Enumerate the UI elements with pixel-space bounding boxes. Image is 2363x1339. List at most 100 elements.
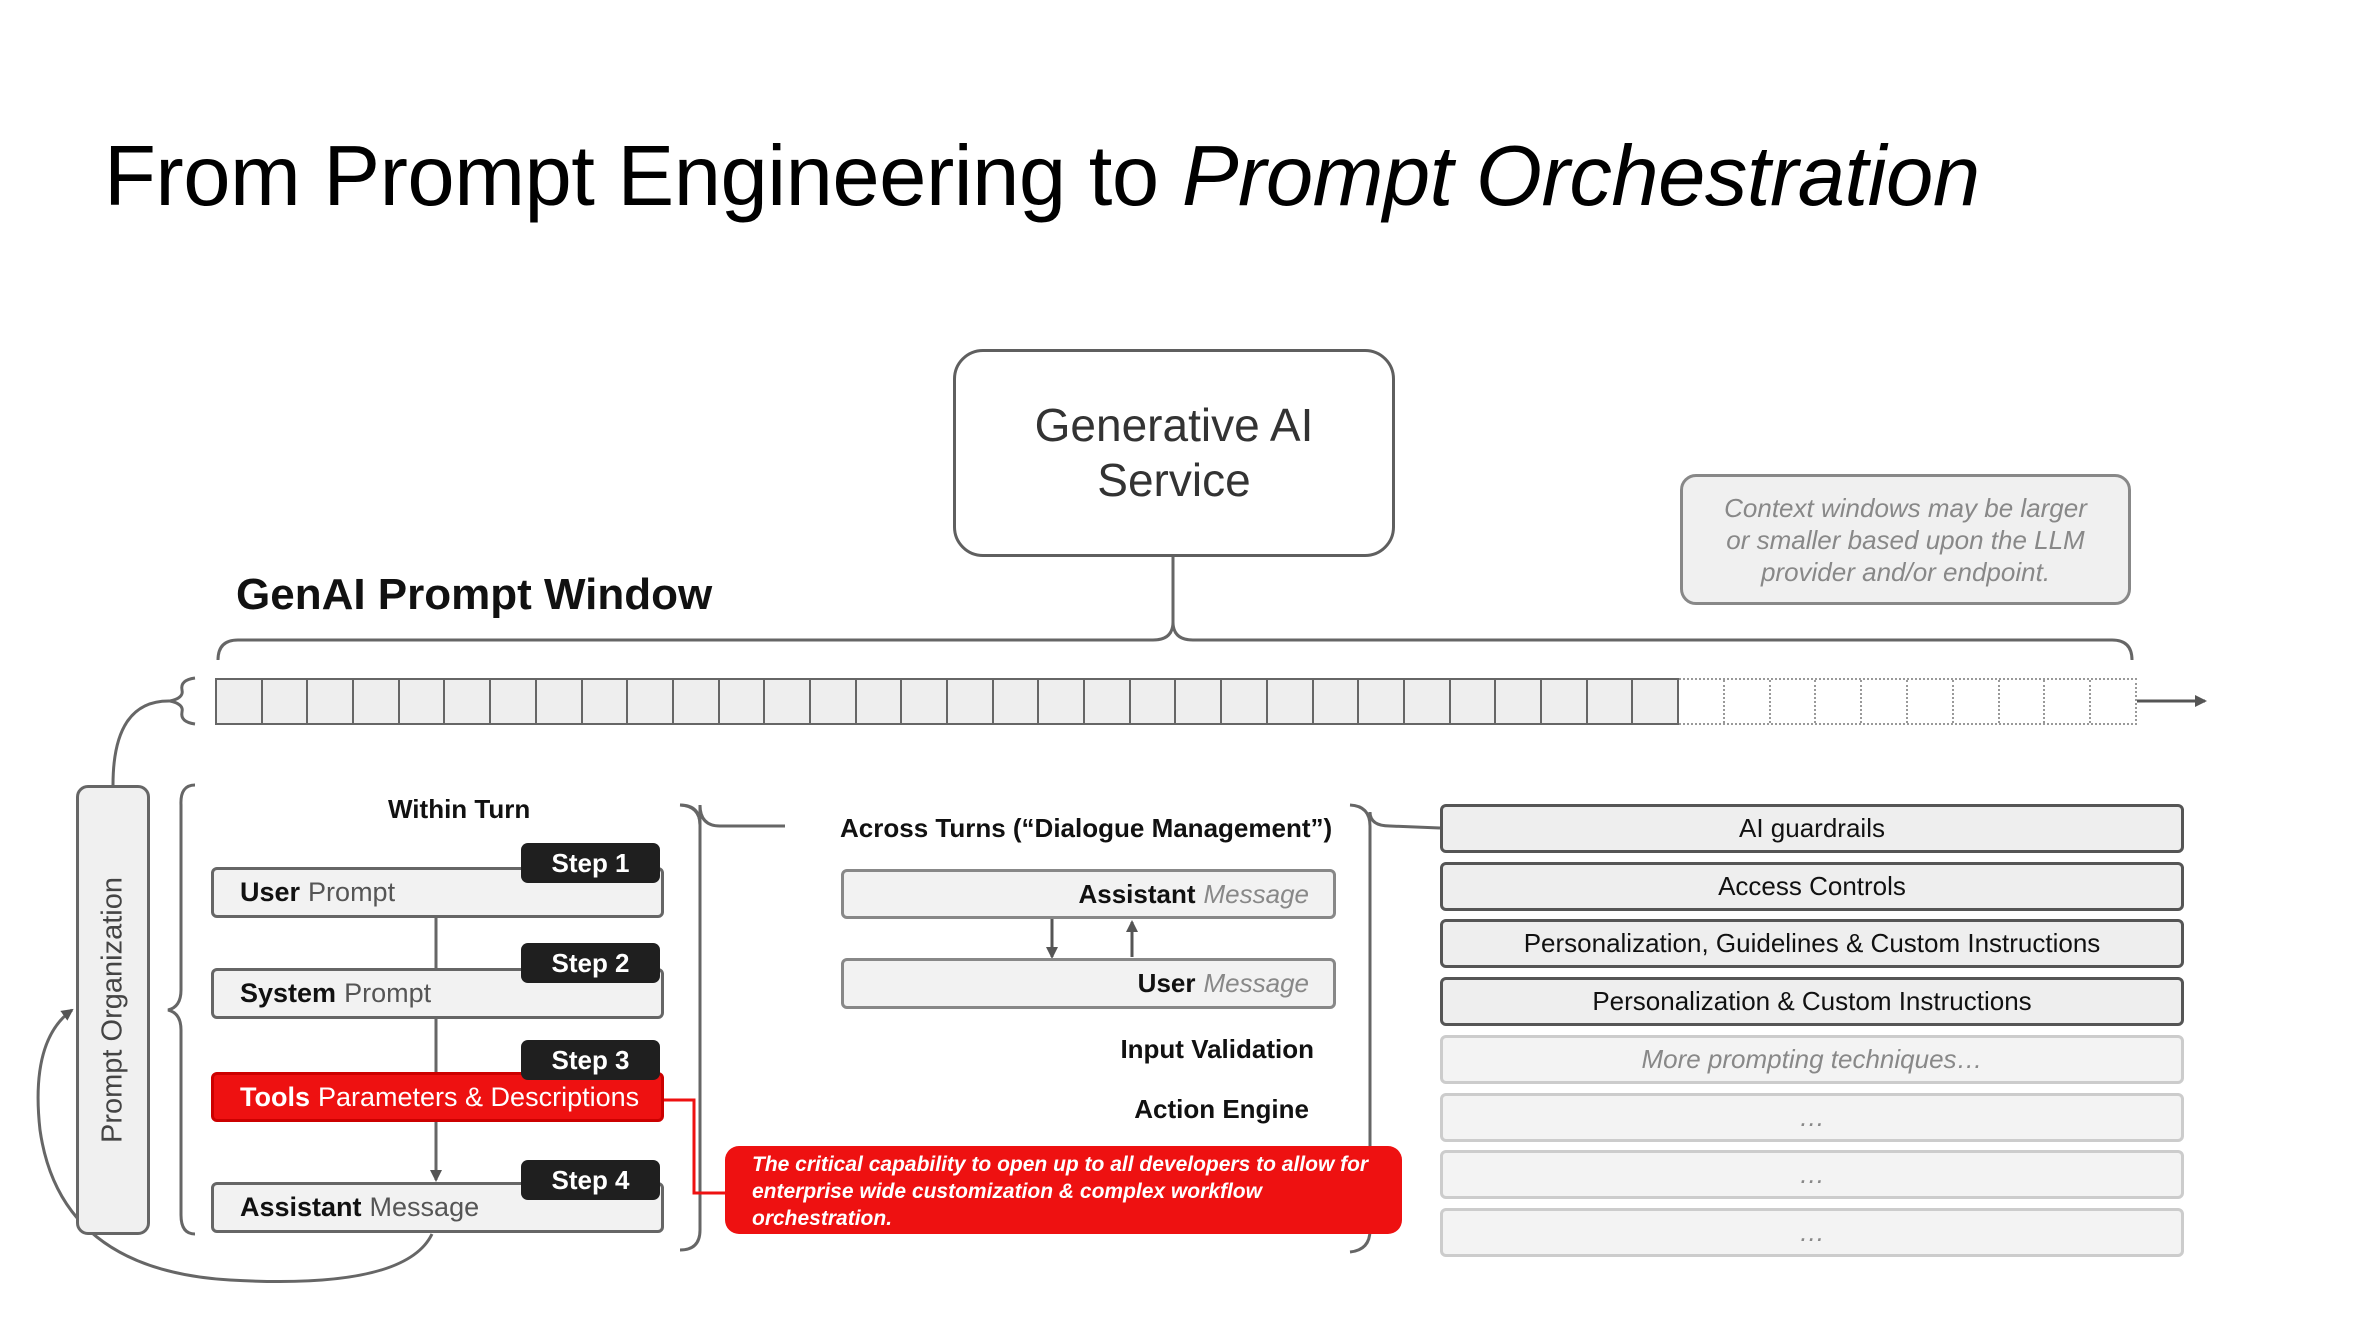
title-prefix: From Prompt Engineering to xyxy=(104,129,1182,224)
tools-to-callout-line xyxy=(664,1098,725,1195)
token-cell xyxy=(1222,680,1268,723)
step-2-badge: Step 2 xyxy=(521,943,660,983)
step-4-badge: Step 4 xyxy=(521,1160,660,1200)
token-cell xyxy=(400,680,446,723)
within-turn-heading: Within Turn xyxy=(388,794,531,824)
token-cell xyxy=(1633,680,1677,723)
prompt-window-title: GenAI Prompt Window xyxy=(236,570,713,619)
token-cell xyxy=(902,680,948,723)
step-3-badge: Step 3 xyxy=(521,1040,660,1080)
extended-token-cell xyxy=(2091,680,2135,723)
window-brace xyxy=(216,621,2134,661)
extended-token-cell xyxy=(2045,680,2092,723)
layer-ai-guardrails: AI guardrails xyxy=(1440,804,2184,853)
token-cell xyxy=(1496,680,1542,723)
layer-personalization-guidelines: Personalization, Guidelines & Custom Ins… xyxy=(1440,919,2184,968)
system-prompt-rest: Prompt xyxy=(344,978,432,1008)
token-cell xyxy=(1085,680,1131,723)
extended-token-cell xyxy=(1862,680,1908,723)
token-cell xyxy=(628,680,674,723)
assistant-message-bold: Assistant xyxy=(1078,878,1196,909)
user-message-rest: Message xyxy=(1203,968,1310,998)
token-cell xyxy=(583,680,629,723)
token-cell xyxy=(308,680,355,723)
across-turns-heading: Across Turns (“Dialogue Management”) xyxy=(840,813,1333,843)
user-message-bold: User xyxy=(1137,968,1196,998)
strip-left-brace xyxy=(169,676,196,726)
layer-access-controls: Access Controls xyxy=(1440,862,2184,911)
within-turn-left-brace xyxy=(167,783,196,1236)
token-cell xyxy=(354,680,400,723)
extended-token-cell xyxy=(1679,680,1725,723)
extended-token-cell xyxy=(2000,680,2046,723)
title-emphasis: Prompt Orchestration xyxy=(1181,129,1980,224)
prompt-organization-bar: Prompt Organization xyxy=(76,785,150,1235)
context-note-text: Context windows may be larger or smaller… xyxy=(1724,492,2087,587)
token-cell xyxy=(857,680,903,723)
layer-placeholder-1: … xyxy=(1440,1093,2184,1142)
token-cell xyxy=(491,680,537,723)
token-cell xyxy=(1131,680,1177,723)
token-cell xyxy=(948,680,994,723)
token-cell xyxy=(1176,680,1223,723)
token-cell xyxy=(1268,680,1314,723)
token-cell xyxy=(263,680,309,723)
token-cell xyxy=(994,680,1040,723)
token-cell xyxy=(765,680,811,723)
token-cell xyxy=(1451,680,1497,723)
token-cell xyxy=(217,680,263,723)
layer-more-techniques: More prompting techniques… xyxy=(1440,1035,2184,1084)
extended-token-cell xyxy=(1954,680,2000,723)
token-cell xyxy=(674,680,720,723)
token-cell xyxy=(811,680,857,723)
assistant-step-bold: Assistant xyxy=(240,1192,362,1222)
within-turn-right-brace xyxy=(679,803,702,1252)
step-1-badge: Step 1 xyxy=(521,843,660,883)
critical-capability-callout: The critical capability to open up to al… xyxy=(725,1146,1402,1234)
extended-token-cell xyxy=(1816,680,1863,723)
prompt-organization-label: Prompt Organization xyxy=(96,877,129,1143)
assistant-step-rest: Message xyxy=(369,1192,480,1222)
feedback-loop-arrow xyxy=(36,1008,434,1283)
action-engine-label: Action Engine xyxy=(1134,1094,1309,1124)
service-label-line2: Service xyxy=(1097,454,1251,506)
layer-placeholder-2: … xyxy=(1440,1150,2184,1199)
org-to-window-curve xyxy=(111,699,171,786)
generative-ai-service-box: Generative AI Service xyxy=(953,349,1395,557)
token-cell xyxy=(1588,680,1634,723)
system-prompt-bold: System xyxy=(240,978,337,1008)
token-cell xyxy=(537,680,583,723)
prompt-window-token-strip xyxy=(215,678,1679,725)
user-prompt-bold: User xyxy=(240,877,301,907)
layer-personalization-custom: Personalization & Custom Instructions xyxy=(1440,977,2184,1026)
across-turns-right-brace xyxy=(1349,803,1372,1254)
assistant-message-rest: Message xyxy=(1203,878,1310,909)
callout-text: The critical capability to open up to al… xyxy=(752,1153,1369,1230)
extended-token-cell xyxy=(1908,680,1954,723)
within-turn-right-brace-top xyxy=(679,803,785,828)
across-turns-to-layers-line xyxy=(1368,811,1441,830)
token-cell xyxy=(1314,680,1360,723)
prompt-window-extended-strip xyxy=(1679,678,2137,725)
token-cell xyxy=(445,680,492,723)
token-cell xyxy=(720,680,766,723)
service-label-line1: Generative AI xyxy=(1034,399,1314,451)
extended-token-cell xyxy=(1771,680,1817,723)
extended-token-cell xyxy=(1725,680,1771,723)
tools-rest: Parameters & Descriptions xyxy=(318,1081,640,1112)
token-cell xyxy=(1405,680,1451,723)
token-cell xyxy=(1359,680,1405,723)
layer-placeholder-3: … xyxy=(1440,1208,2184,1257)
tools-bold: Tools xyxy=(240,1081,310,1112)
user-prompt-rest: Prompt xyxy=(308,877,396,907)
tools-parameters-box: Tools Parameters & Descriptions xyxy=(211,1072,664,1122)
token-cell xyxy=(1542,680,1588,723)
input-validation-label: Input Validation xyxy=(1120,1034,1314,1064)
context-window-note: Context windows may be larger or smaller… xyxy=(1680,474,2131,605)
